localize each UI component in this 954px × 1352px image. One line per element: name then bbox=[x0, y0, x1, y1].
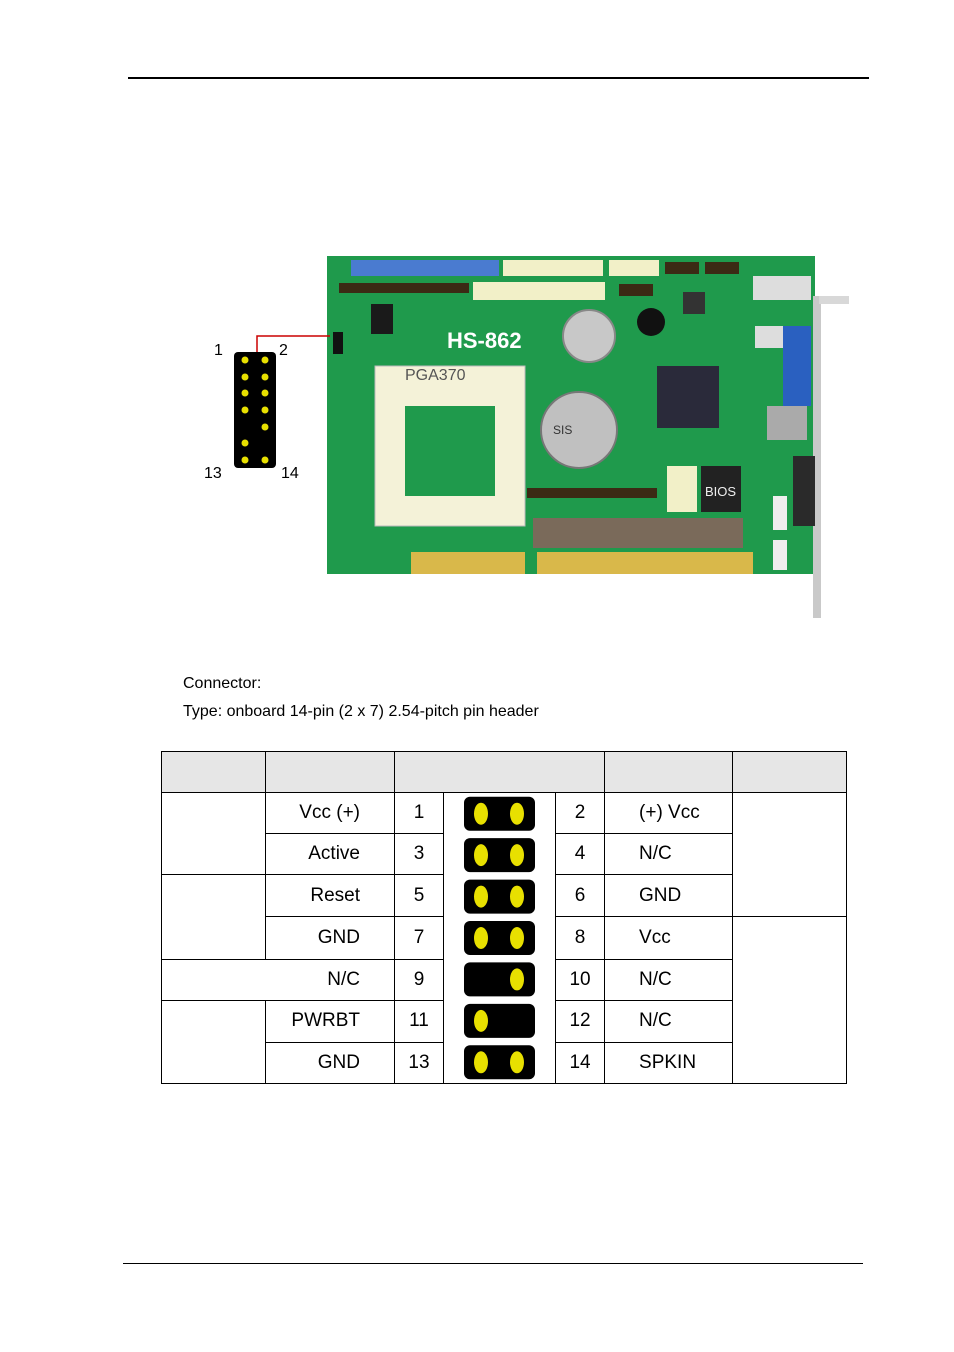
pin-dot bbox=[510, 885, 524, 908]
pin-label-14: 14 bbox=[281, 465, 299, 482]
right-pin-number: 14 bbox=[554, 1042, 606, 1084]
left-pin-number: 5 bbox=[394, 873, 444, 918]
left-signal: GND bbox=[265, 1042, 395, 1084]
left-signal: Active bbox=[265, 833, 395, 875]
pin-dot bbox=[510, 802, 524, 825]
motherboard-image: SIS BIOS HS-862 PGA370 bbox=[327, 256, 849, 618]
right-signal: N/C bbox=[604, 833, 734, 875]
bottom-rule bbox=[123, 1263, 863, 1264]
left-signal: PWRBT bbox=[265, 999, 395, 1044]
group-cell-right bbox=[732, 916, 848, 1084]
left-pin-number: 11 bbox=[394, 999, 444, 1044]
pin-header-diagram bbox=[234, 335, 330, 468]
pin-label-13: 13 bbox=[204, 465, 222, 482]
chip-label-sis: SIS bbox=[553, 423, 572, 437]
left-pin-number: 13 bbox=[394, 1042, 444, 1084]
pin-visual-cell bbox=[443, 792, 556, 1084]
pin-dot bbox=[510, 844, 524, 867]
table-header-row bbox=[161, 751, 848, 793]
right-pin-number: 2 bbox=[554, 792, 606, 834]
pin-pair-block bbox=[464, 962, 535, 997]
right-pin-number: 4 bbox=[554, 833, 606, 875]
pin-dot bbox=[474, 885, 488, 908]
left-pin-number: 3 bbox=[394, 833, 444, 875]
right-signal: N/C bbox=[604, 958, 734, 1001]
header-cell bbox=[161, 751, 266, 793]
header-cell bbox=[732, 751, 848, 793]
right-signal: GND bbox=[604, 873, 734, 918]
pin-dot bbox=[474, 844, 488, 867]
pin-dot bbox=[474, 1051, 488, 1074]
pin-label-2: 2 bbox=[279, 342, 288, 359]
header-cell bbox=[393, 751, 606, 793]
right-pin-number: 8 bbox=[554, 916, 606, 960]
right-pin-number: 12 bbox=[554, 999, 606, 1044]
pin-label-1: 1 bbox=[214, 342, 223, 359]
left-pin-number: 7 bbox=[394, 916, 444, 960]
pin-dot bbox=[474, 927, 488, 949]
right-signal: N/C bbox=[604, 999, 734, 1044]
pin-dot bbox=[510, 968, 524, 991]
cpu-socket-label: PGA370 bbox=[405, 367, 466, 384]
pin-dot bbox=[510, 927, 524, 949]
right-signal: SPKIN bbox=[604, 1042, 734, 1084]
left-pin-number: 9 bbox=[394, 958, 444, 1001]
group-cell bbox=[161, 792, 266, 875]
left-signal: GND bbox=[265, 916, 395, 960]
pin-dot bbox=[510, 1051, 524, 1074]
right-pin-number: 10 bbox=[554, 958, 606, 1001]
group-cell bbox=[161, 874, 266, 960]
left-pin-number: 1 bbox=[394, 792, 444, 834]
header-cell bbox=[265, 751, 395, 793]
header-cell bbox=[604, 751, 734, 793]
left-signal: Vcc (+) bbox=[265, 792, 395, 834]
pin-dot bbox=[474, 802, 488, 825]
pin-dot bbox=[474, 1009, 488, 1032]
right-signal: Vcc bbox=[604, 916, 734, 960]
pin-visual bbox=[464, 796, 535, 1080]
group-cell bbox=[161, 999, 266, 1085]
right-signal: (+) Vcc bbox=[604, 792, 734, 834]
chip-label-bios: BIOS bbox=[705, 484, 736, 499]
connector-label: Connector: bbox=[183, 675, 262, 692]
left-signal: Reset bbox=[265, 873, 395, 918]
left-signal: N/C bbox=[161, 958, 395, 1001]
connector-type: Type: onboard 14-pin (2 x 7) 2.54-pitch … bbox=[183, 703, 539, 720]
top-rule bbox=[128, 77, 869, 79]
board-label: HS-862 bbox=[447, 328, 522, 353]
right-pin-number: 6 bbox=[554, 873, 606, 918]
group-cell-right bbox=[732, 791, 848, 918]
